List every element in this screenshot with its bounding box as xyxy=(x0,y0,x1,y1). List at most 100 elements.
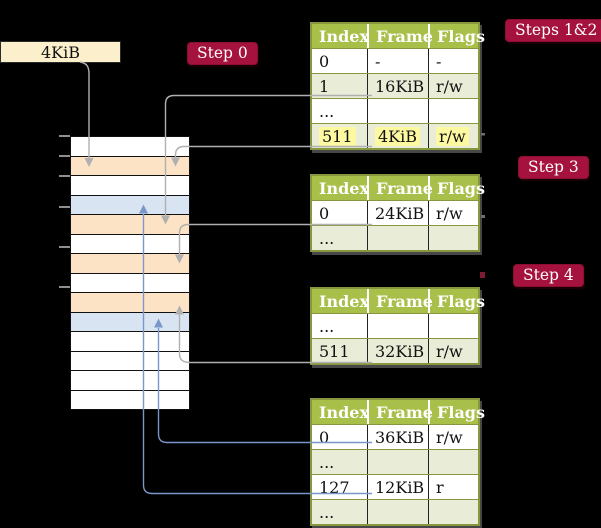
table-cell xyxy=(428,500,478,524)
column-header-index: Index xyxy=(319,402,370,422)
table-cell: ... xyxy=(319,101,335,121)
table-row: 0 - - xyxy=(312,48,478,73)
physical-memory-column xyxy=(70,136,190,410)
table-cell xyxy=(367,450,428,474)
table-row: ... xyxy=(312,313,478,338)
badge-step-4: Step 4 xyxy=(513,264,584,287)
table-cell xyxy=(428,226,478,250)
table-row: 0 24KiB r/w xyxy=(312,200,478,225)
table-cell xyxy=(367,314,428,338)
table-row: 0 36KiB r/w xyxy=(312,424,478,449)
table-cell: 1 xyxy=(319,76,330,96)
table-cell: r/w xyxy=(428,124,478,148)
table-cell: 36KiB xyxy=(367,425,428,449)
column-header-frame: Frame xyxy=(367,176,433,200)
table-cell: ... xyxy=(319,502,335,522)
column-header-flags: Flags xyxy=(428,176,485,200)
badge-step-3: Step 3 xyxy=(518,156,589,179)
memory-frame-row xyxy=(71,233,189,253)
root-pointer-box: 4KiB xyxy=(0,41,121,63)
memory-frame-row xyxy=(71,311,189,331)
memory-frame-row xyxy=(71,194,189,214)
table-header-row: Index Frame Flags xyxy=(312,289,485,313)
table-cell: 24KiB xyxy=(367,201,428,225)
memory-frame-row xyxy=(71,214,189,234)
memory-frame-row xyxy=(71,175,189,195)
table-cell: ... xyxy=(319,316,335,336)
table-cell: 0 xyxy=(319,427,330,447)
address-tick xyxy=(59,175,70,177)
table-cell xyxy=(428,99,478,123)
table-cell: r xyxy=(428,475,478,499)
memory-frame-row xyxy=(71,137,189,156)
table-row: ... xyxy=(312,449,478,474)
line-stub xyxy=(481,133,485,136)
table-cell: 511 xyxy=(312,124,367,148)
page-table-step4: Index Frame Flags ... 511 32KiB r/w xyxy=(310,287,485,365)
page-table-root: Index Frame Flags 0 - - 1 16KiB r/w ... … xyxy=(310,22,485,150)
address-tick xyxy=(59,155,70,157)
address-tick xyxy=(59,246,70,248)
table-cell: - xyxy=(367,49,428,73)
table-cell: 0 xyxy=(319,203,330,223)
address-tick xyxy=(59,206,70,208)
root-pointer-label: 4KiB xyxy=(40,42,80,62)
table-cell: 4KiB xyxy=(367,124,428,148)
highlight-mark: r/w xyxy=(436,126,469,146)
table-cell xyxy=(428,314,478,338)
table-cell: - xyxy=(428,49,478,73)
table-cell: r/w xyxy=(428,201,478,225)
line-stub xyxy=(481,215,485,218)
column-header-flags: Flags xyxy=(428,289,485,313)
column-header-index: Index xyxy=(319,178,370,198)
table-cell xyxy=(367,500,428,524)
table-row: 1 16KiB r/w xyxy=(312,73,478,98)
table-cell: 127 xyxy=(319,477,350,497)
table-cell: ... xyxy=(319,228,335,248)
memory-frame-row xyxy=(71,155,189,175)
table-row: 511 32KiB r/w xyxy=(312,338,478,363)
page-table-step3: Index Frame Flags 0 24KiB r/w ... xyxy=(310,174,485,252)
column-header-index: Index xyxy=(319,26,370,46)
highlight-mark: 511 xyxy=(319,126,356,146)
table-cell xyxy=(367,99,428,123)
column-header-flags: Flags xyxy=(428,24,485,48)
table-cell xyxy=(428,450,478,474)
badge-step-0: Step 0 xyxy=(187,42,258,65)
memory-frame-row xyxy=(71,292,189,312)
table-row: ... xyxy=(312,98,478,123)
table-cell xyxy=(367,226,428,250)
table-row: ... xyxy=(312,499,478,524)
table-cell: 0 xyxy=(319,51,330,71)
table-cell: ... xyxy=(319,452,335,472)
memory-frame-row xyxy=(71,253,189,273)
page-table-leaf: Index Frame Flags 0 36KiB r/w ... 127 12… xyxy=(310,398,485,526)
table-cell: 511 xyxy=(319,341,350,361)
column-header-frame: Frame xyxy=(367,24,433,48)
table-header-row: Index Frame Flags xyxy=(312,176,485,200)
table-cell: 32KiB xyxy=(367,339,428,363)
line-stub xyxy=(480,272,485,278)
memory-frame-row xyxy=(71,272,189,292)
badge-steps-1-2: Steps 1&2 xyxy=(505,19,601,42)
table-row: 127 12KiB r xyxy=(312,474,478,499)
address-tick xyxy=(59,286,70,288)
address-tick xyxy=(59,135,70,137)
table-header-row: Index Frame Flags xyxy=(312,400,485,424)
table-cell: r/w xyxy=(428,74,478,98)
column-header-frame: Frame xyxy=(367,400,433,424)
column-header-index: Index xyxy=(319,291,370,311)
memory-frame-row xyxy=(71,350,189,370)
column-header-frame: Frame xyxy=(367,289,433,313)
table-cell: 12KiB xyxy=(367,475,428,499)
table-cell: 16KiB xyxy=(367,74,428,98)
table-cell: r/w xyxy=(428,425,478,449)
memory-frame-row xyxy=(71,370,189,390)
table-header-row: Index Frame Flags xyxy=(312,24,485,48)
highlight-mark: 4KiB xyxy=(375,126,421,146)
column-header-flags: Flags xyxy=(428,400,485,424)
memory-frame-row xyxy=(71,331,189,351)
table-row-highlighted: 511 4KiB r/w xyxy=(312,123,478,148)
table-cell: r/w xyxy=(428,339,478,363)
